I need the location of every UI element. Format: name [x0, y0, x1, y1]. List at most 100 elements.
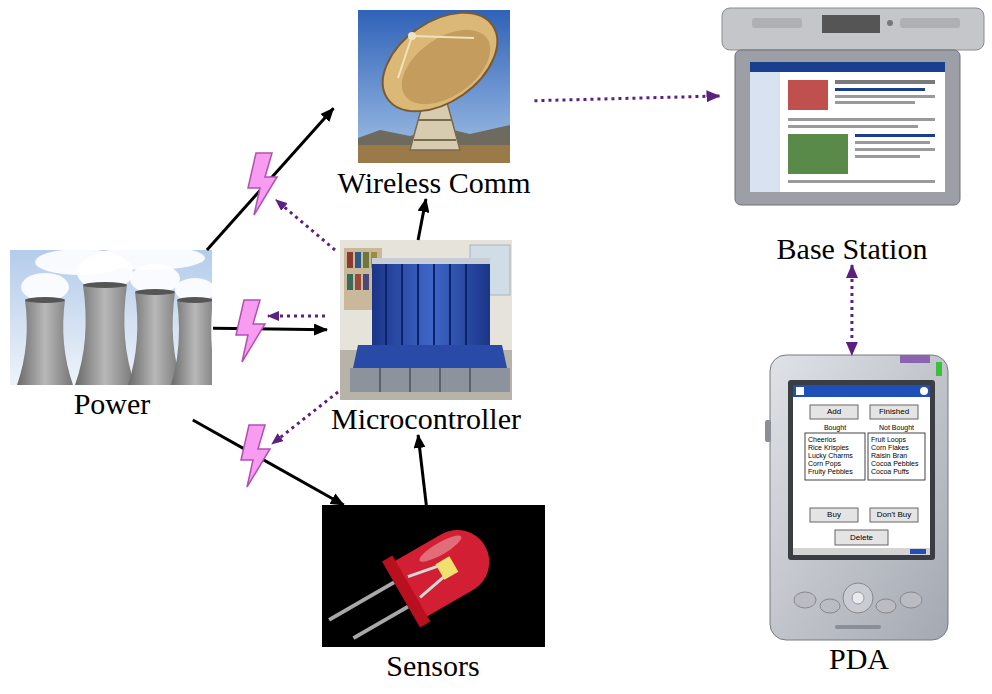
pda-photo — [936, 362, 942, 376]
picture-slot — [11, 250, 213, 385]
screen-text: Cocoa Puffs — [871, 468, 923, 476]
computer-photo — [372, 258, 490, 264]
base-station-photo — [835, 80, 935, 84]
node-label: Microcontroller — [331, 402, 521, 435]
base-station-photo — [788, 180, 935, 183]
power-plant-photo — [83, 282, 127, 288]
antenna-photo — [412, 36, 474, 38]
computer-photo — [347, 252, 353, 268]
power-plant-photo — [128, 292, 182, 385]
base-station-photo — [887, 20, 893, 26]
pda-photo — [843, 583, 873, 613]
base-station-photo — [788, 134, 848, 174]
lightning-switch — [248, 153, 277, 215]
screen-text: Bought — [805, 422, 865, 433]
pda-photo — [876, 599, 896, 613]
base-station-photo — [900, 18, 960, 28]
screen-text: Corn Pops — [808, 460, 863, 468]
computer-photo — [409, 368, 411, 392]
led-photo — [417, 531, 465, 565]
base-station-photo — [788, 118, 935, 121]
power-plant-photo — [135, 289, 175, 295]
led-photo — [322, 505, 545, 647]
antenna-photo — [398, 36, 412, 78]
screen-text: Rice Krispies — [808, 444, 863, 452]
led-photo — [353, 607, 408, 639]
screen-text: Cocoa Pebbles — [871, 460, 923, 468]
image-node: Wireless Comm — [334, 10, 535, 199]
node-label: Wireless Comm — [338, 166, 531, 199]
pda-photo — [835, 530, 888, 545]
pda-photo — [770, 355, 948, 640]
led-photo — [382, 556, 430, 628]
control-line — [268, 200, 338, 444]
pda-photo — [920, 387, 928, 395]
screen-text: Fruity Pebbles — [808, 468, 863, 476]
image-node: Base Station — [720, 5, 985, 265]
pda-photo — [910, 549, 926, 554]
antenna-photo — [418, 119, 452, 121]
node-label: Base Station — [777, 232, 928, 265]
base-station-photo — [788, 80, 828, 110]
screen-text: Fruit Loops — [871, 436, 923, 444]
lightning-switch — [241, 425, 270, 487]
base-station-photo — [855, 148, 935, 151]
antenna-photo — [365, 10, 510, 131]
computer-photo — [350, 368, 510, 392]
power-plant-photo — [75, 285, 135, 385]
lightning-switch — [236, 300, 265, 362]
base-station-photo — [722, 8, 984, 50]
pda-photo — [835, 625, 881, 629]
image-node: Power — [11, 250, 213, 420]
base-station-photo — [855, 134, 935, 137]
power-plant-photo — [10, 250, 212, 385]
power-arrow — [418, 199, 426, 240]
computer-photo — [340, 240, 512, 400]
led-photo — [329, 582, 394, 620]
base-station-photo — [750, 72, 780, 192]
base-station-photo — [855, 141, 930, 144]
picture-slot — [322, 505, 545, 647]
power-arrow — [193, 420, 344, 505]
power-plant-photo — [171, 300, 212, 385]
node-label: Power — [74, 387, 151, 420]
pda-photo — [765, 355, 948, 640]
power-plant-photo — [177, 297, 212, 303]
pda-photo — [870, 405, 918, 419]
picture-slot — [340, 240, 512, 400]
wireless-link — [850, 265, 853, 355]
pda-photo — [870, 508, 918, 522]
computer-photo — [355, 274, 361, 290]
computer-photo — [417, 262, 419, 348]
image-node: Sensors — [322, 505, 545, 682]
pda-photo — [820, 599, 840, 613]
led-photo — [322, 505, 545, 647]
pda-photo — [793, 385, 930, 555]
base-station-photo — [855, 155, 920, 158]
computer-photo — [363, 252, 369, 268]
pda-photo — [794, 592, 816, 608]
pda-photo — [868, 433, 925, 480]
led-photo — [436, 556, 459, 580]
computer-photo — [465, 262, 467, 348]
computer-photo — [372, 262, 490, 348]
base-station-photo — [750, 62, 945, 192]
base-station-photo — [788, 125, 918, 128]
screen-text: Cheerios — [808, 436, 863, 444]
power-arrow — [418, 435, 426, 505]
pda-photo — [805, 433, 865, 480]
power-plant-photo — [130, 264, 180, 294]
computer-photo — [385, 262, 387, 348]
pda-photo — [793, 385, 930, 397]
computer-photo — [363, 274, 369, 290]
screen-text: Don't Buy — [870, 508, 918, 522]
node-label: PDA — [829, 642, 889, 675]
screen-text: Delete — [835, 530, 888, 545]
screen-text: Add — [810, 405, 858, 419]
led-photo — [417, 576, 448, 597]
computer-photo — [439, 368, 441, 392]
